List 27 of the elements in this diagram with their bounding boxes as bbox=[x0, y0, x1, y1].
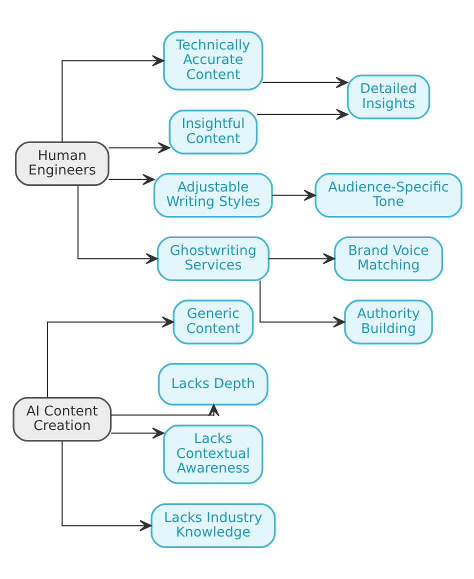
arrow bbox=[259, 280, 345, 328]
arrow bbox=[110, 404, 219, 416]
arrow bbox=[110, 428, 164, 439]
node-box: Generic Content bbox=[172, 300, 254, 344]
node-box: Adjustable Writing Styles bbox=[153, 172, 272, 218]
node-box: Detailed Insights bbox=[346, 74, 430, 120]
arrow bbox=[256, 108, 348, 120]
arrow bbox=[262, 76, 348, 88]
node-box: Lacks Industry Knowledge bbox=[150, 503, 276, 548]
node-box: Human Engineers bbox=[14, 141, 109, 186]
arrow bbox=[268, 253, 335, 264]
node-box: Audience-Specific Tone bbox=[314, 172, 462, 218]
arrow bbox=[61, 440, 152, 532]
arrow bbox=[46, 316, 174, 398]
arrow bbox=[108, 174, 154, 186]
node-box: Technically Accurate Content bbox=[162, 31, 263, 90]
node-box: AI Content Creation bbox=[12, 396, 112, 442]
arrow bbox=[272, 190, 316, 201]
arrow bbox=[108, 142, 170, 154]
node-box: Lacks Contextual Awareness bbox=[162, 424, 263, 484]
arrow bbox=[76, 185, 158, 264]
node-box: Brand Voice Matching bbox=[333, 236, 443, 282]
node-box: Ghostwriting Services bbox=[156, 236, 269, 282]
node-box: Authority Building bbox=[344, 300, 432, 344]
node-box: Insightful Content bbox=[168, 110, 258, 154]
node-box: Lacks Depth bbox=[158, 363, 268, 406]
arrow bbox=[61, 55, 164, 142]
